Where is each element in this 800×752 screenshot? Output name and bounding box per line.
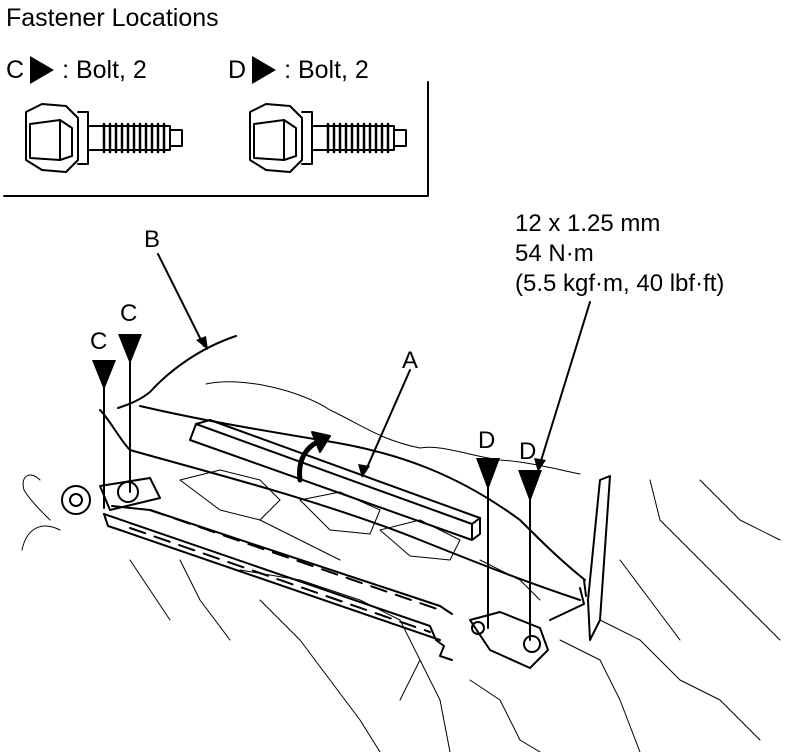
fastener-letter-d: D	[228, 55, 247, 84]
body-outline-upper	[139, 405, 586, 581]
callout-c-left: C	[90, 328, 108, 355]
callout-b: B	[144, 226, 161, 253]
marker-d-right-icon	[518, 470, 542, 502]
left-pivot	[61, 477, 161, 515]
marker-c-right-icon	[118, 334, 142, 364]
legend-frame	[3, 81, 429, 197]
callout-a: A	[402, 347, 419, 374]
torque-spec-alt: (5.5 kgf·m, 40 lbf·ft)	[515, 270, 725, 297]
body-outline-lower	[99, 409, 581, 601]
fastener-letter-c: C	[6, 55, 25, 84]
callout-c-right: C	[120, 300, 138, 327]
bolt-c-icon	[25, 103, 183, 173]
arrow-marker-icon	[30, 56, 55, 84]
brace-a	[189, 419, 481, 541]
leader-arrowheads	[196, 336, 546, 478]
callout-d-left: D	[478, 427, 496, 454]
torque-spec-size: 12 x 1.25 mm	[515, 210, 661, 237]
rotation-arrow-icon	[297, 431, 331, 483]
fastener-desc-c: : Bolt, 2	[62, 55, 147, 84]
background-sketch	[21, 381, 781, 752]
arrow-marker-icon	[252, 56, 277, 84]
torque-spec-nm: 54 N·m	[515, 240, 594, 267]
leader-lines	[103, 253, 591, 641]
fastener-label-d: D : Bolt, 2	[228, 56, 369, 84]
bolt-d-icon	[249, 103, 407, 173]
bolt-markers	[92, 334, 542, 502]
fastener-desc-d: : Bolt, 2	[284, 55, 369, 84]
marker-d-left-icon	[476, 458, 500, 490]
fastener-label-c: C : Bolt, 2	[6, 56, 147, 84]
callout-d-right: D	[519, 438, 537, 465]
marker-c-left-icon	[92, 360, 116, 390]
legend-title: Fastener Locations	[6, 4, 219, 32]
right-bracket	[469, 475, 611, 669]
